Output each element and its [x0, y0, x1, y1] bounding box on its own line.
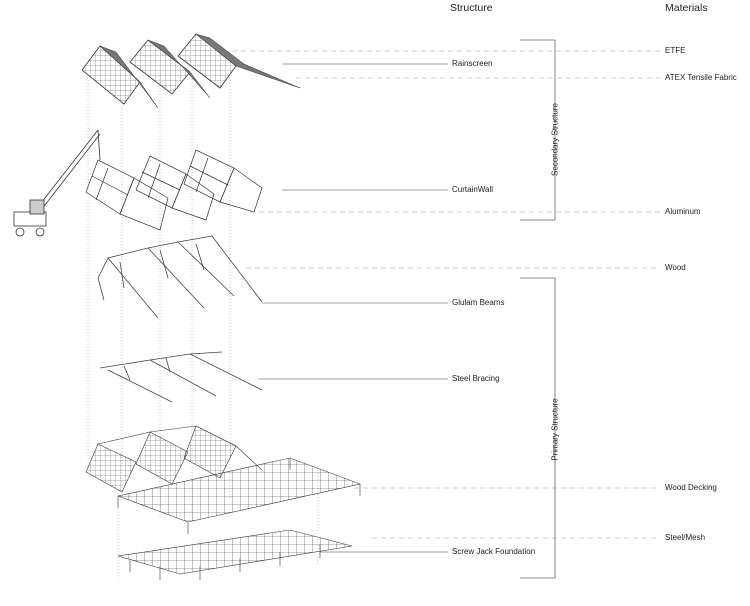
primary-structure-label: Primary Structure	[550, 398, 560, 461]
screw-jack-foundation-label: Screw Jack Foundation	[452, 547, 536, 556]
rainscreen-label: Rainscreen	[452, 59, 493, 68]
material-aluminum: Aluminum	[665, 207, 701, 216]
material-etfe: ETFE	[665, 46, 686, 55]
material-atex: ATEX Tensile Fabric	[665, 73, 737, 82]
rainscreen-layer	[81, 33, 301, 109]
structure-brackets	[520, 39, 556, 579]
glulam-beams-label: Glulam Beams	[452, 298, 505, 307]
structure-leaders	[258, 63, 448, 553]
curtainwall-label: CurtainWall	[452, 185, 494, 194]
structure-header: Structure	[450, 2, 493, 14]
primary-assembly-layer	[85, 425, 362, 534]
steel-bracing-layer	[99, 351, 263, 403]
material-leaders	[232, 50, 660, 539]
glulam-beams-layer	[97, 235, 263, 319]
material-wood: Wood	[665, 263, 686, 272]
material-wood-decking: Wood Decking	[665, 483, 717, 492]
secondary-structure-label: Secondary Structure	[550, 103, 560, 176]
curtainwall-layer	[85, 149, 263, 231]
steel-bracing-label: Steel Bracing	[452, 374, 500, 383]
crane-illustration	[13, 129, 101, 237]
screw-jack-foundation-layer	[117, 529, 353, 580]
materials-header: Materials	[665, 2, 708, 14]
material-steel-mesh: Steel/Mesh	[665, 533, 706, 542]
